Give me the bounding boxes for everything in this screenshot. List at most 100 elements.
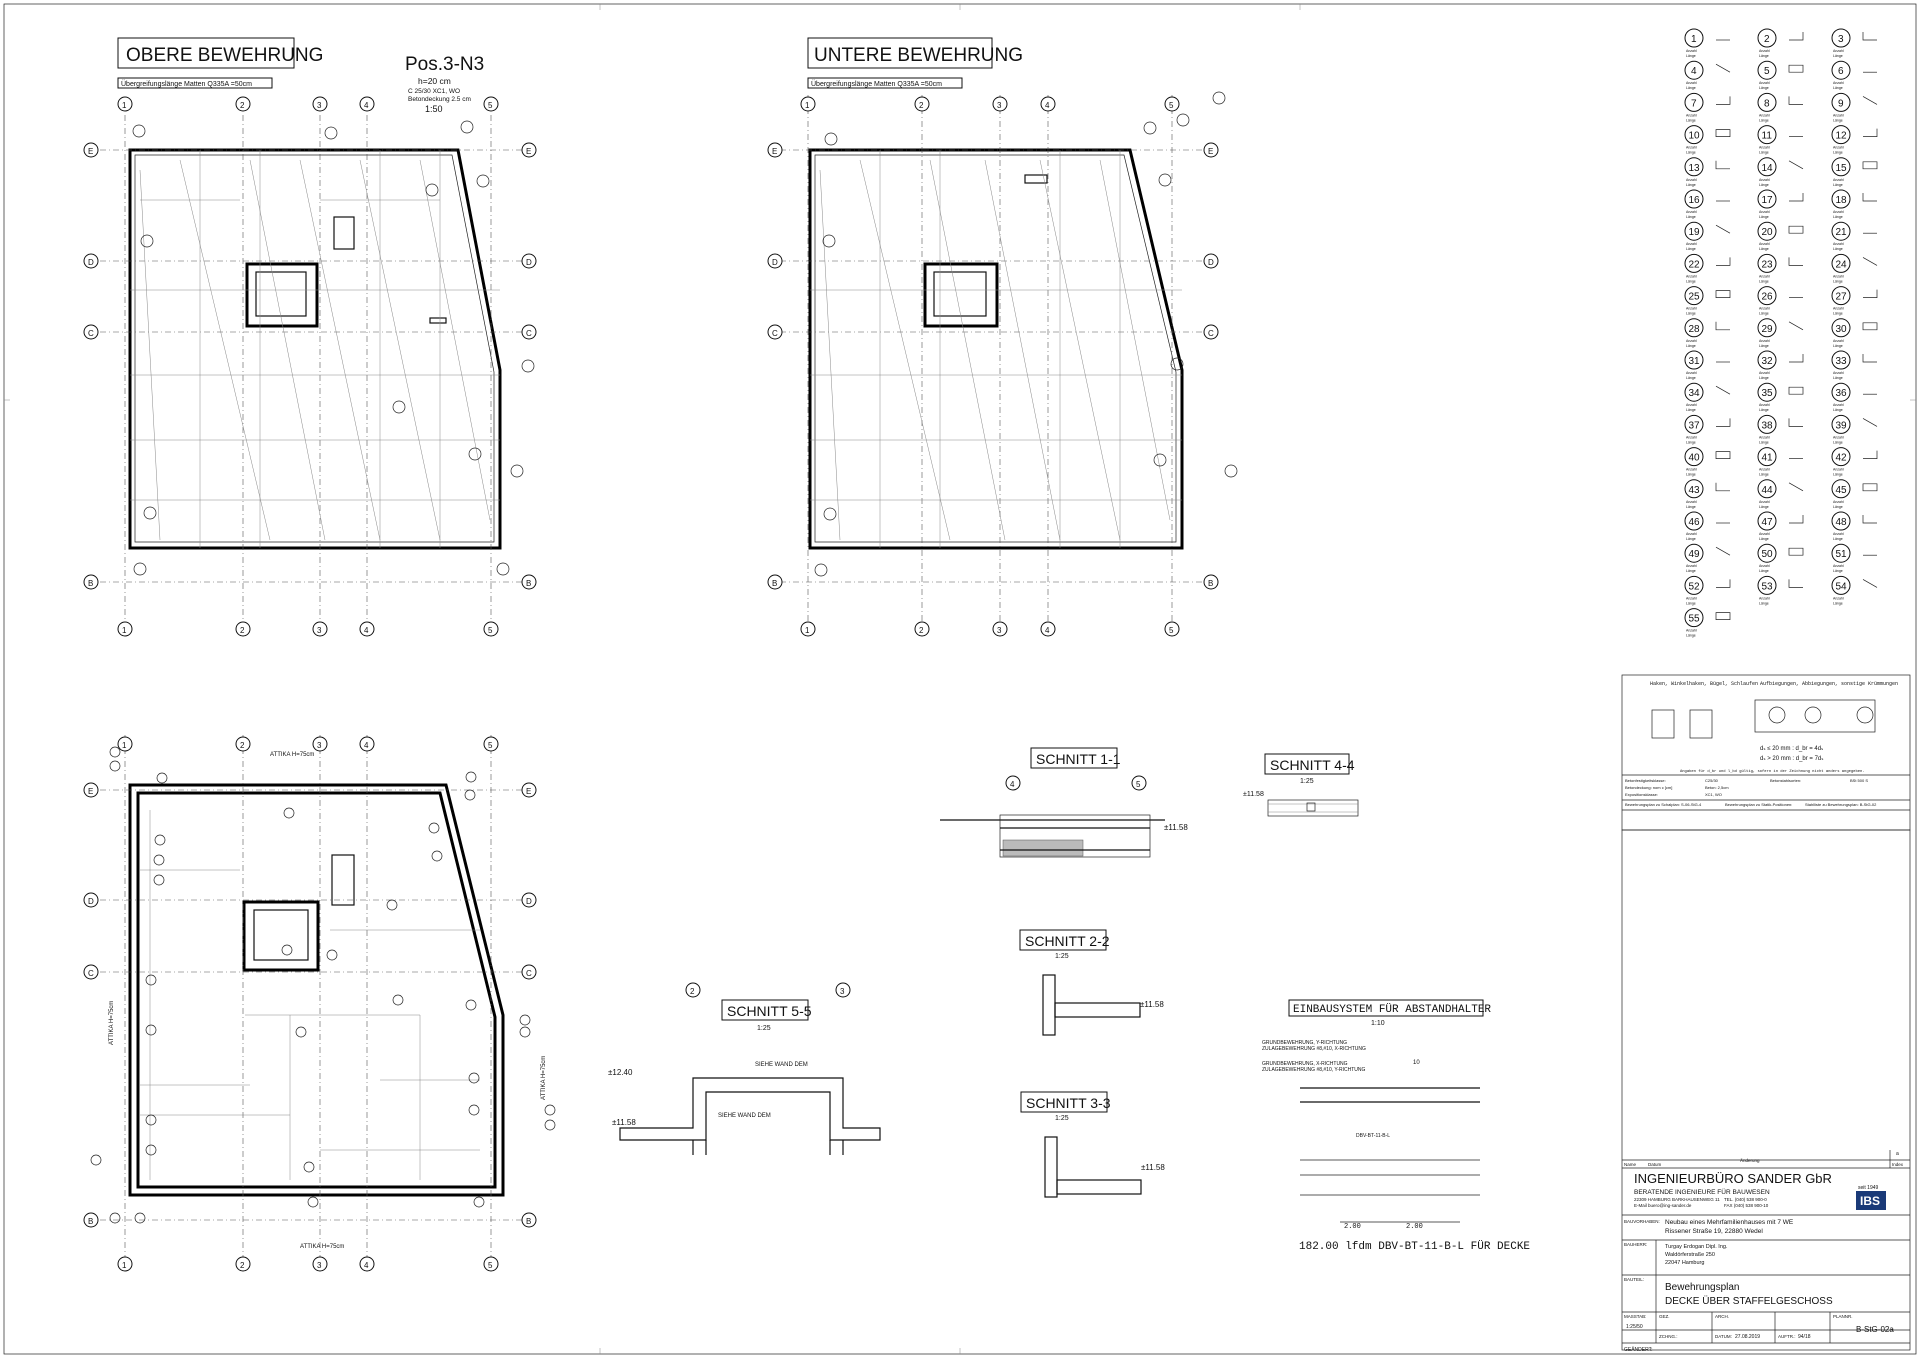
section-title-frame [1019, 929, 1107, 951]
section-scale: 1:25 [757, 1025, 771, 1032]
anzahl-label: Anzahl [1759, 307, 1770, 311]
bar-number: 29 [1762, 324, 1774, 335]
anzahl-label: Anzahl [1686, 435, 1697, 439]
svg-text:3: 3 [317, 101, 322, 110]
bar-number-circle [1831, 511, 1851, 531]
axis-bubble-1-bottom: 1 [800, 621, 816, 637]
shaft-opening [331, 854, 355, 906]
bar-shape-sketch [1788, 96, 1803, 105]
axis-bubble-5-top: 5 [1164, 96, 1180, 112]
bar-number-circle [1831, 575, 1851, 595]
anzahl-label: Anzahl [1833, 81, 1844, 85]
laenge-label: Länge [1833, 408, 1843, 412]
revision-index: a [1896, 1151, 1899, 1157]
bar-number-circle [1757, 575, 1777, 595]
bar-number-circle [1757, 189, 1777, 209]
bar-number: 49 [1689, 549, 1701, 560]
laenge-label: Länge [1833, 537, 1843, 541]
bar-number-circle [1684, 447, 1704, 467]
anzahl-label: Anzahl [1759, 403, 1770, 407]
date-label: DATUM: [1715, 1334, 1732, 1339]
axis-bubble-E-right: E [1203, 142, 1219, 158]
detail-scale: 1:10 [1371, 1020, 1385, 1027]
bar-number: 33 [1836, 356, 1848, 367]
level-mark-top: ±12.40 [608, 1068, 633, 1077]
bar-number: 39 [1836, 420, 1848, 431]
svg-text:1: 1 [805, 101, 810, 110]
laenge-label: Länge [1686, 408, 1696, 412]
order-label: AUFTR.: [1778, 1334, 1796, 1339]
bar-number-circle [1684, 92, 1704, 112]
laenge-label: Länge [1686, 601, 1696, 605]
bar-number: 13 [1689, 163, 1701, 174]
bar-number-circle [1831, 92, 1851, 112]
bar-number-circle [1831, 189, 1851, 209]
rev-col-change: Änderung [1740, 1157, 1760, 1163]
svg-text:E: E [88, 147, 93, 156]
bar-number: 1 [1691, 34, 1697, 45]
bar-number-circle [1684, 157, 1704, 177]
bar-number-circle [1831, 414, 1851, 434]
bar-shape-sketch [1862, 161, 1878, 170]
level-mark: ±11.58 [1140, 1000, 1164, 1009]
svg-text:4: 4 [364, 101, 369, 110]
bar-number-circle [1757, 479, 1777, 499]
anzahl-label: Anzahl [1686, 500, 1697, 504]
bends-label: Aufbiegungen, Abbiegungen, sonstige Krüm… [1760, 681, 1898, 687]
axis-bubble-4-bottom: 4 [1040, 621, 1056, 637]
laenge-label: Länge [1759, 473, 1769, 477]
bar-shape-sketch [1789, 32, 1804, 41]
axis-bubble-3-bottom: 3 [312, 1256, 328, 1272]
axis-bubble-E-left: E [767, 142, 783, 158]
bar-shape-sketch [1788, 160, 1804, 170]
section-scale: 1:25 [1055, 953, 1069, 960]
bar-shape-sketch [1716, 96, 1731, 105]
bar-shape-sketch [1862, 96, 1878, 105]
anzahl-label: Anzahl [1686, 371, 1697, 375]
laenge-label: Länge [1759, 86, 1769, 90]
axis-bubble-3-top: 3 [312, 736, 328, 752]
svg-text:E: E [1208, 147, 1213, 156]
level-mark-bottom: ±11.58 [612, 1118, 636, 1127]
svg-text:E: E [526, 147, 531, 156]
legend-note: Angaben für d_br und l_bd gültig, sofern… [1680, 769, 1865, 774]
bar-number: 46 [1689, 517, 1701, 528]
axis-bubble-1-bottom: 1 [117, 1256, 133, 1272]
firm-fax: FAX (040) 538 900-10 [1724, 1203, 1769, 1208]
bar-number: 35 [1762, 388, 1774, 399]
section-scale: 1:25 [1300, 778, 1314, 785]
axis-bubble-C-left: C [83, 964, 99, 980]
laenge-label: Länge [1686, 537, 1696, 541]
lap-length-note: Übergreifungslänge Matten Q335A =50cm [121, 80, 252, 88]
bar-number-circle [1831, 318, 1851, 338]
laenge-label: Länge [1686, 86, 1696, 90]
laenge-label: Länge [1833, 601, 1843, 605]
bar-number-circle [1757, 253, 1777, 273]
bar-number: 3 [1838, 34, 1844, 45]
anzahl-label: Anzahl [1833, 274, 1844, 278]
bar-shape-sketch [1862, 354, 1877, 363]
bar-shape-sketch [1716, 257, 1731, 266]
bar-number: 37 [1689, 420, 1701, 431]
stair-opening [245, 262, 319, 328]
date-value: 27.08.2019 [1735, 1334, 1760, 1340]
anzahl-label: Anzahl [1833, 210, 1844, 214]
anzahl-label: Anzahl [1759, 178, 1770, 182]
svg-text:5: 5 [488, 626, 493, 635]
bar-number: 23 [1762, 259, 1774, 270]
bar-number-circle [1684, 414, 1704, 434]
bar-shape-sketch [1788, 386, 1804, 395]
plan-number: B-StG-02a [1856, 1325, 1894, 1334]
bar-number-circle [1684, 543, 1704, 563]
section-title: SCHNITT 5-5 [727, 1003, 812, 1019]
